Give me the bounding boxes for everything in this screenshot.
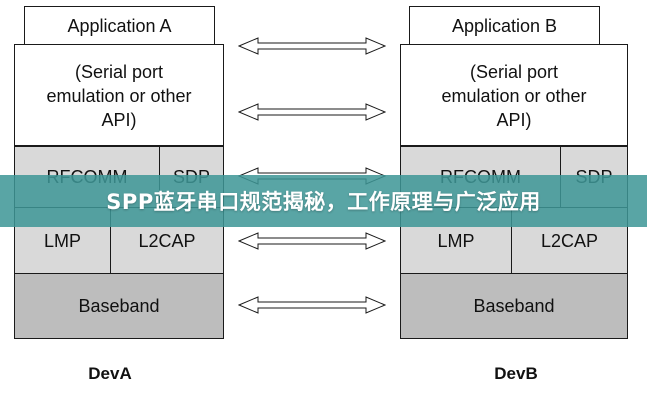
right-baseband-box: Baseband	[400, 273, 628, 339]
lmp-peer-arrow	[238, 232, 386, 250]
left-application-label: Application A	[67, 15, 172, 36]
right-device-label: DevB	[494, 364, 538, 383]
application-peer-arrow	[238, 37, 386, 55]
title-banner: SPP蓝牙串口规范揭秘，工作原理与广泛应用	[0, 175, 647, 227]
banner-title: SPP蓝牙串口规范揭秘，工作原理与广泛应用	[106, 190, 541, 214]
left-baseband-box: Baseband	[14, 273, 224, 339]
left-api-box: (Serial port emulation or other API)	[14, 44, 224, 146]
left-lmp-label: LMP	[43, 230, 81, 251]
left-api-label: (Serial port emulation or other API)	[46, 62, 192, 130]
api-peer-arrow	[238, 103, 386, 121]
right-api-box: (Serial port emulation or other API)	[400, 44, 628, 146]
left-l2cap-label: L2CAP	[138, 230, 196, 251]
right-application-label: Application B	[451, 15, 558, 36]
baseband-peer-arrow	[238, 296, 386, 314]
right-lmp-label: LMP	[437, 230, 475, 251]
left-baseband-label: Baseband	[78, 296, 160, 316]
left-device-label: DevA	[88, 364, 132, 383]
right-application-box: Application B	[409, 6, 600, 45]
right-api-label: (Serial port emulation or other API)	[441, 62, 587, 130]
left-application-box: Application A	[24, 6, 215, 45]
right-l2cap-label: L2CAP	[540, 230, 599, 251]
right-baseband-label: Baseband	[473, 296, 555, 316]
